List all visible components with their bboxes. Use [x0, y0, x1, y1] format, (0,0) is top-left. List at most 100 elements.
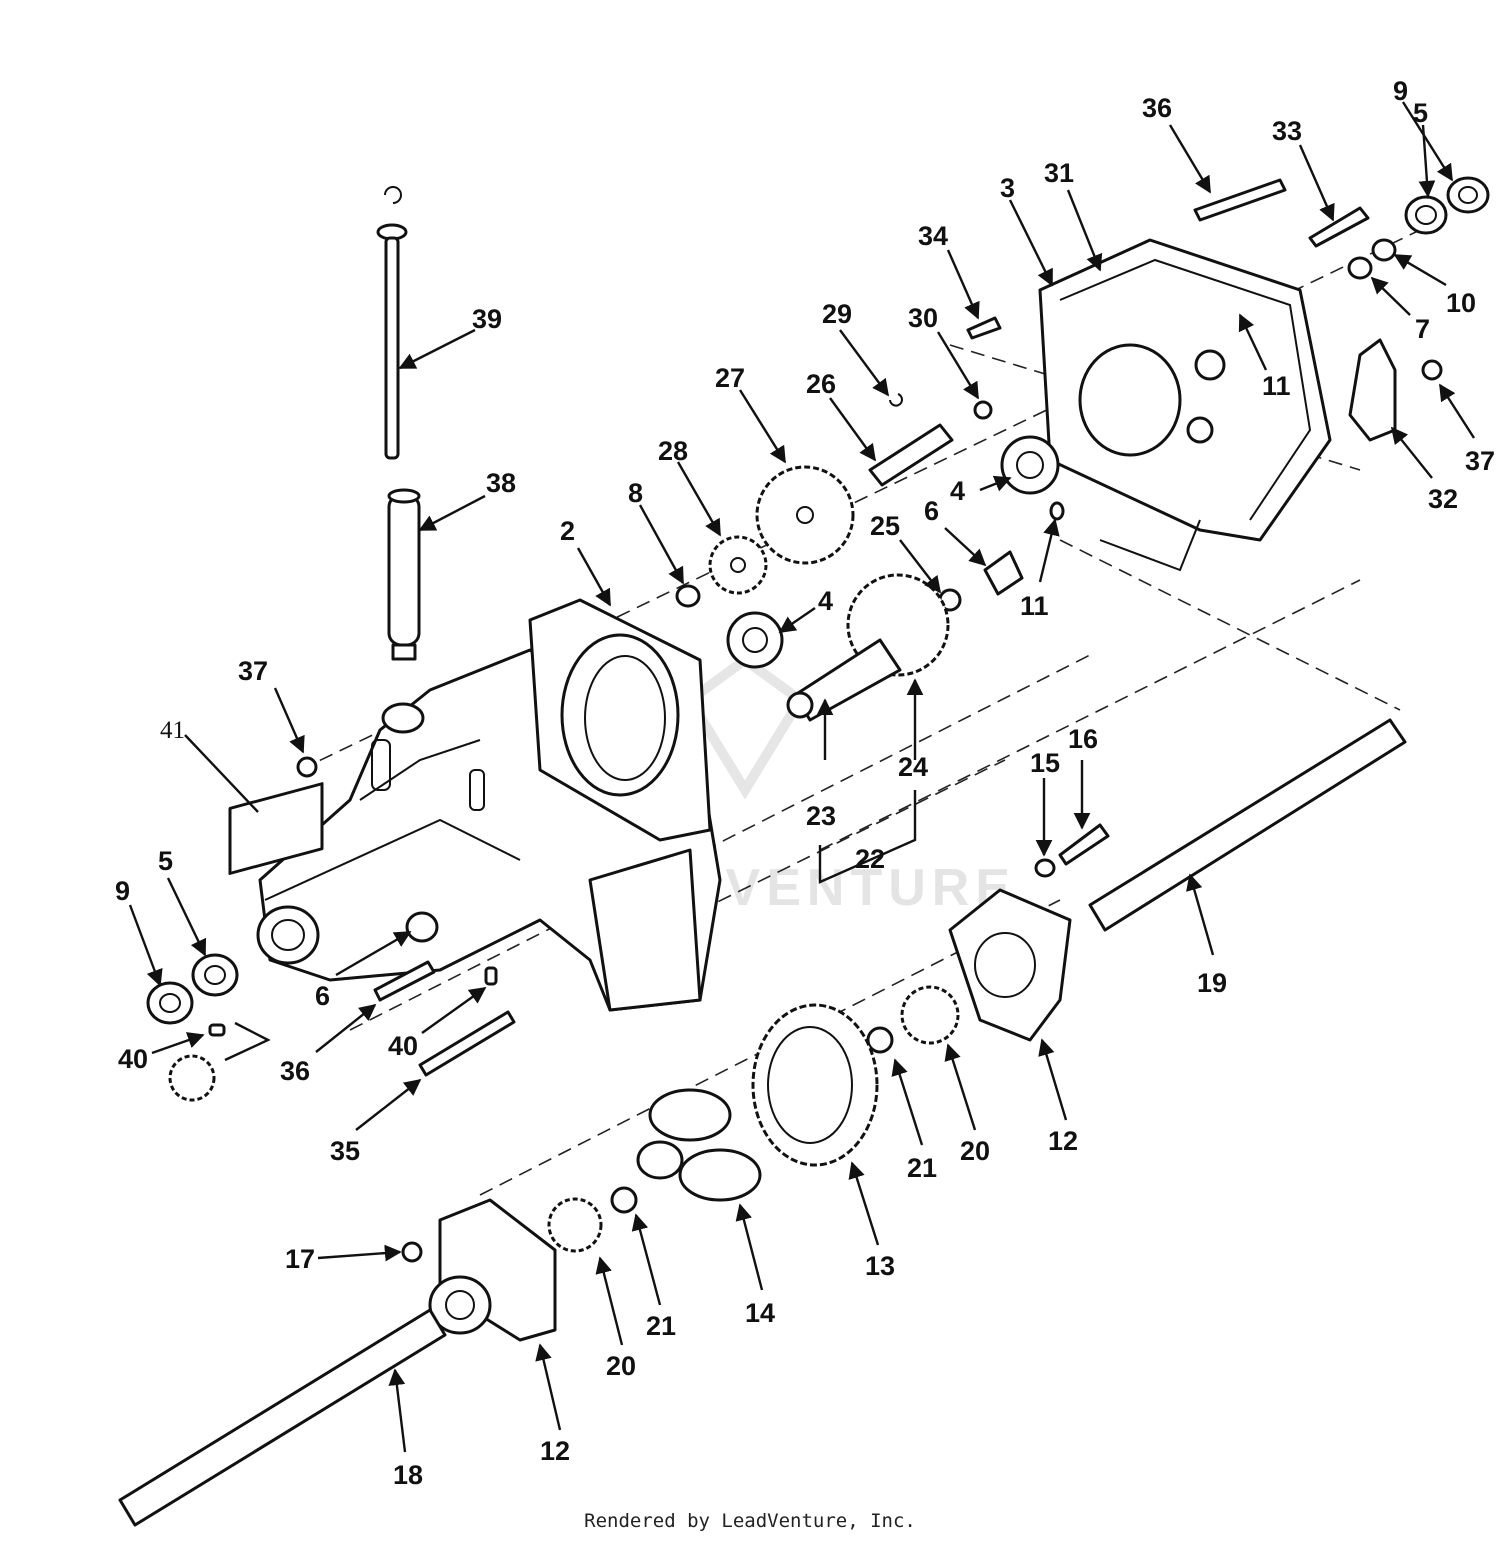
label-36-left: 36 — [280, 1056, 310, 1086]
axle-shaft-part-19 — [1088, 718, 1407, 932]
label-37-right: 37 — [1465, 446, 1495, 476]
label-9-left: 9 — [115, 876, 130, 906]
bracket-part-32 — [1348, 338, 1397, 442]
label-17: 17 — [285, 1244, 315, 1274]
bolt-part-35 — [418, 1010, 516, 1077]
label-24: 24 — [898, 752, 928, 782]
housing-flange-part-2 — [528, 598, 712, 842]
bushing-part-6-right — [983, 550, 1024, 596]
pin-part-40-left — [208, 1023, 226, 1037]
label-2: 2 — [560, 516, 575, 546]
label-29: 29 — [822, 299, 852, 329]
label-30: 30 — [908, 303, 938, 333]
leader-lines — [128, 101, 1476, 1453]
label-8: 8 — [628, 478, 643, 508]
label-37-left: 37 — [238, 656, 268, 686]
pin-part-11 — [1049, 501, 1065, 521]
label-20-left: 20 — [606, 1351, 636, 1381]
label-18: 18 — [393, 1460, 423, 1490]
bearing-part-5-right — [1404, 195, 1448, 235]
bearing-part-5-left — [191, 953, 239, 997]
bearing-part-9-left — [146, 981, 194, 1025]
gear-part-small-left — [168, 1054, 216, 1102]
label-25: 25 — [870, 511, 900, 541]
label-3: 3 — [1000, 173, 1015, 203]
label-11-mid: 11 — [1020, 591, 1049, 621]
label-40-mid: 40 — [388, 1031, 418, 1061]
pin-part-40-mid — [484, 966, 498, 986]
axle-shaft-part-18 — [118, 1308, 447, 1527]
ring-gear-part-13 — [751, 1003, 879, 1167]
bolt-part-36-left — [373, 960, 436, 1002]
label-6-left: 6 — [315, 981, 330, 1011]
pinion-cluster-part-14 — [636, 1088, 762, 1202]
washer-part-21-left — [610, 1186, 638, 1214]
label-40-left: 40 — [118, 1044, 148, 1074]
label-15: 15 — [1030, 748, 1060, 778]
bolt-part-36-top — [1193, 178, 1287, 222]
bearing-part-9-right — [1446, 176, 1490, 214]
gear-part-20-right — [900, 985, 960, 1045]
hub-part-12-left — [428, 1198, 557, 1342]
label-21-left: 21 — [646, 1311, 676, 1341]
label-27: 27 — [715, 363, 745, 393]
shaft-part-26 — [868, 423, 954, 487]
bushing-part-8 — [675, 584, 701, 608]
label-19: 19 — [1197, 968, 1227, 998]
gear-part-27 — [755, 465, 855, 565]
label-12-left: 12 — [540, 1436, 570, 1466]
label-11-right: 11 — [1262, 371, 1291, 401]
label-5-left: 5 — [158, 846, 173, 876]
label-14: 14 — [745, 1298, 775, 1328]
label-23: 23 — [806, 801, 836, 831]
footer-credit: Rendered by LeadVenture, Inc. — [584, 1510, 916, 1532]
label-39: 39 — [472, 304, 502, 334]
case-cover-part-3 — [1038, 238, 1332, 572]
washer-part-10 — [1371, 238, 1397, 262]
label-33: 33 — [1272, 116, 1302, 146]
bolt-part-16 — [1058, 823, 1110, 866]
bearing-part-4-right — [1000, 435, 1060, 495]
bolt-part-34 — [966, 316, 1002, 340]
washer-part-15 — [1034, 858, 1056, 878]
bolt-part-33 — [1308, 206, 1370, 248]
label-5-right: 5 — [1413, 98, 1428, 128]
label-6-right: 6 — [924, 496, 939, 526]
dipstick-part-39 — [376, 186, 408, 460]
label-22: 22 — [855, 844, 885, 874]
label-21-right: 21 — [907, 1153, 937, 1183]
label-26: 26 — [806, 369, 836, 399]
gear-part-20-left — [547, 1197, 603, 1253]
fill-tube-part-38 — [387, 488, 421, 661]
label-10: 10 — [1446, 288, 1476, 318]
label-20-right: 20 — [960, 1136, 990, 1166]
label-41: 41 — [160, 717, 185, 744]
part-labels: 2 3 4 4 5 5 6 6 7 8 9 9 10 11 11 12 12 1… — [115, 76, 1495, 1490]
nut-part-37-right — [1421, 359, 1443, 381]
label-16: 16 — [1068, 724, 1098, 754]
label-32: 32 — [1428, 484, 1458, 514]
clip-part-29 — [889, 393, 903, 407]
label-35: 35 — [330, 1136, 360, 1166]
label-36-top: 36 — [1142, 93, 1172, 123]
gear-shaft-assembly-part-22 — [786, 573, 950, 722]
washer-part-21-right — [866, 1026, 894, 1054]
gear-part-28 — [708, 535, 768, 595]
label-28: 28 — [658, 436, 688, 466]
label-9-right: 9 — [1393, 76, 1408, 106]
label-34: 34 — [918, 221, 948, 251]
label-4-right: 4 — [950, 476, 965, 506]
bushing-part-7 — [1347, 256, 1373, 280]
bearing-part-4-mid — [726, 611, 784, 669]
hub-part-12-right — [948, 888, 1072, 1042]
nut-part-37-left — [296, 756, 318, 778]
label-13: 13 — [865, 1251, 895, 1281]
nut-part-17 — [401, 1241, 423, 1263]
label-31: 31 — [1044, 158, 1074, 188]
nut-part-30 — [973, 400, 993, 420]
label-7: 7 — [1415, 314, 1430, 344]
label-4-mid: 4 — [818, 586, 833, 616]
label-38: 38 — [486, 468, 516, 498]
label-12-right: 12 — [1048, 1126, 1078, 1156]
